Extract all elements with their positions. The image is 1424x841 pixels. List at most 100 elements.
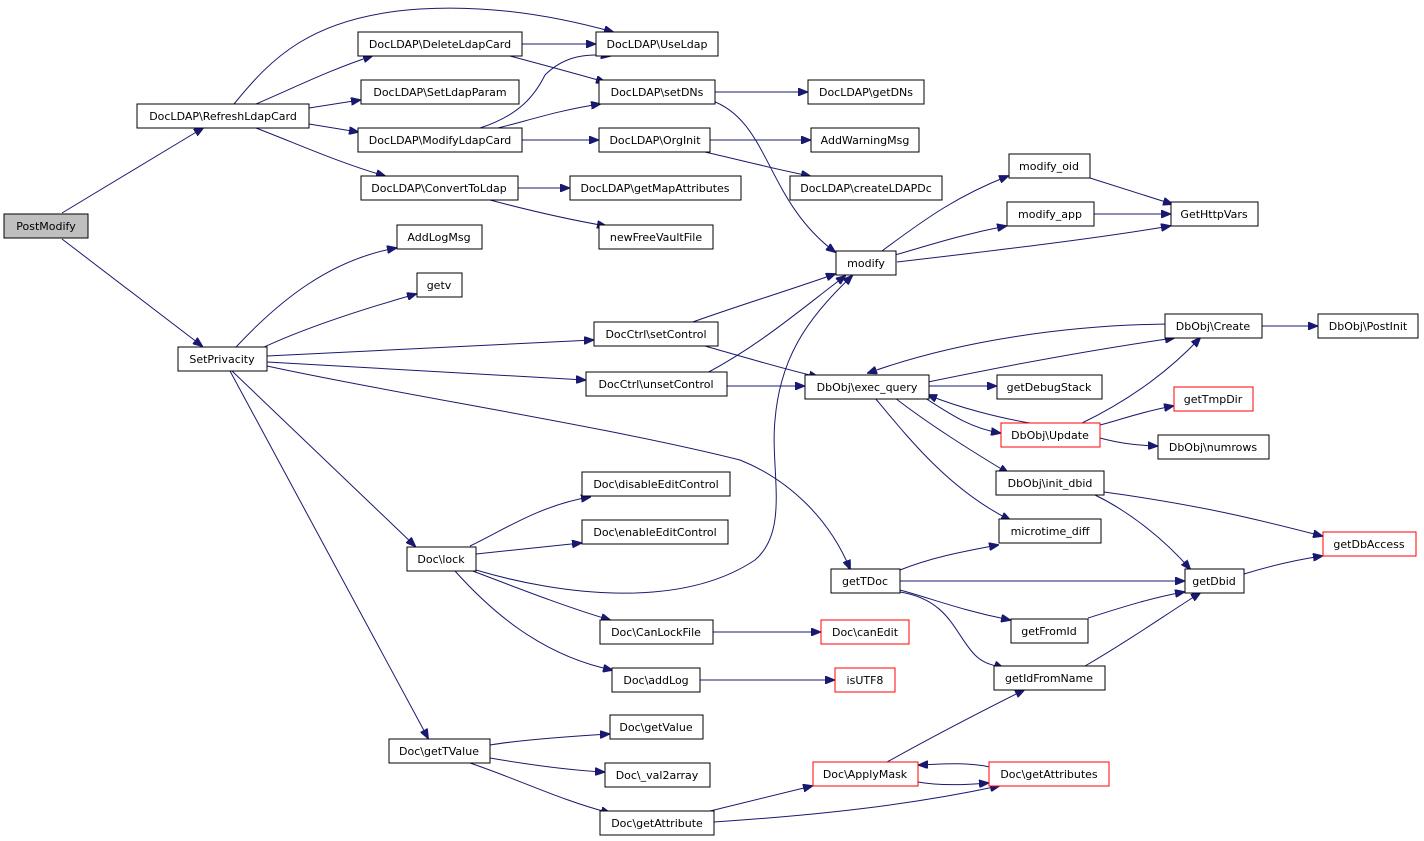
node-dbcreate[interactable]: DbObj\Create — [1164, 313, 1263, 339]
node-gettdoc[interactable]: getTDoc — [830, 568, 901, 594]
node-newfreevault[interactable]: newFreeVaultFile — [598, 224, 714, 250]
edge-initdbid-getdbaccess — [1103, 491, 1322, 536]
node-setcontrol[interactable]: DocCtrl\setControl — [593, 321, 719, 347]
node-applymask[interactable]: Doc\ApplyMask — [812, 761, 919, 787]
node-getdbaccess[interactable]: getDbAccess — [1322, 531, 1417, 557]
svg-text:isUTF8: isUTF8 — [847, 674, 884, 687]
svg-text:DocLDAP\createLDAPDc: DocLDAP\createLDAPDc — [800, 182, 932, 195]
edge-gettvalue-val2array — [489, 757, 604, 772]
svg-text:getDbAccess: getDbAccess — [1333, 538, 1404, 551]
node-postinit[interactable]: DbObj\PostInit — [1317, 313, 1419, 339]
node-addwarning[interactable]: AddWarningMsg — [810, 127, 920, 153]
node-modify-app[interactable]: modify_app — [1006, 201, 1095, 227]
node-addlogmsg[interactable]: AddLogMsg — [396, 224, 483, 250]
edge-doclock-canlockfile — [469, 569, 610, 620]
svg-text:DocLDAP\OrgInit: DocLDAP\OrgInit — [609, 134, 701, 147]
node-getdebugstack[interactable]: getDebugStack — [996, 374, 1103, 400]
edge-converttoldap-newfreevault — [489, 199, 606, 226]
node-numrows[interactable]: DbObj\numrows — [1157, 434, 1270, 460]
node-setprivacy[interactable]: SetPrivacity — [177, 346, 268, 372]
edge-setprivacy-doclock — [231, 370, 415, 546]
node-getv[interactable]: getv — [416, 272, 463, 298]
svg-text:microtime_diff: microtime_diff — [1011, 525, 1090, 538]
svg-text:getDebugStack: getDebugStack — [1007, 381, 1092, 394]
node-getmapattr[interactable]: DocLDAP\getMapAttributes — [569, 175, 742, 201]
node-modifyldap[interactable]: DocLDAP\ModifyLdapCard — [357, 127, 523, 153]
node-microtime[interactable]: microtime_diff — [998, 518, 1102, 544]
node-getdns[interactable]: DocLDAP\getDNs — [807, 79, 925, 105]
node-enableedit[interactable]: Doc\enableEditControl — [581, 519, 729, 545]
edge-execquery-dbcreate — [927, 338, 1174, 383]
edge-refresh-converttoldap — [255, 127, 385, 176]
svg-text:Doc\addLog: Doc\addLog — [623, 674, 688, 687]
edge-getfromid-getdbid — [1087, 592, 1184, 619]
node-converttoldap[interactable]: DocLDAP\ConvertToLdap — [360, 175, 519, 201]
node-initdbid[interactable]: DbObj\init_dbid — [995, 470, 1105, 496]
node-setldapparam[interactable]: DocLDAP\SetLdapParam — [360, 79, 520, 105]
edge-setcontrol-execquery — [704, 345, 818, 377]
svg-text:DocCtrl\unsetControl: DocCtrl\unsetControl — [598, 378, 713, 391]
edge-setprivacy-unsetcontrol — [266, 361, 585, 380]
node-setdns[interactable]: DocLDAP\setDNs — [598, 79, 716, 105]
svg-text:modify_oid: modify_oid — [1019, 160, 1079, 173]
node-getfromid[interactable]: getFromId — [1010, 618, 1089, 644]
node-useldap[interactable]: DocLDAP\UseLdap — [595, 31, 719, 57]
node-getattribute[interactable]: Doc\getAttribute — [599, 810, 715, 836]
svg-text:DocLDAP\UseLdap: DocLDAP\UseLdap — [607, 38, 708, 51]
svg-text:getv: getv — [427, 279, 452, 292]
node-getidfromname[interactable]: getIdFromName — [993, 665, 1106, 691]
svg-text:Doc\_val2array: Doc\_val2array — [616, 769, 699, 782]
node-gethttpvars[interactable]: GetHttpVars — [1170, 201, 1259, 227]
edge-doclock-addlog — [454, 570, 612, 670]
node-getattributes[interactable]: Doc\getAttributes — [988, 761, 1110, 787]
node-canedit[interactable]: Doc\canEdit — [820, 619, 910, 645]
edge-modifyldap-useldap — [479, 55, 610, 129]
node-deleteldap[interactable]: DocLDAP\DeleteLdapCard — [357, 31, 523, 57]
edge-execquery-microtime — [874, 397, 1010, 520]
nodes: PostModify DocLDAP\RefreshLdapCard SetPr… — [3, 31, 1419, 836]
node-unsetcontrol[interactable]: DocCtrl\unsetControl — [585, 371, 728, 397]
edge-setcontrol-modify — [689, 274, 835, 324]
svg-text:Doc\enableEditControl: Doc\enableEditControl — [593, 526, 716, 539]
node-doclock[interactable]: Doc\lock — [406, 546, 477, 572]
svg-text:modify: modify — [847, 257, 885, 270]
node-createldapdc[interactable]: DocLDAP\createLDAPDc — [789, 175, 943, 201]
node-orginit[interactable]: DocLDAP\OrgInit — [598, 127, 711, 153]
svg-text:Doc\getAttribute: Doc\getAttribute — [611, 817, 703, 830]
node-gettmpdir[interactable]: getTmpDir — [1173, 386, 1254, 412]
node-getdbid[interactable]: getDbid — [1184, 568, 1245, 594]
node-val2array[interactable]: Doc\_val2array — [604, 762, 711, 788]
svg-text:DbObj\PostInit: DbObj\PostInit — [1329, 320, 1408, 333]
svg-text:DocLDAP\getDNs: DocLDAP\getDNs — [819, 86, 913, 99]
svg-text:Doc\getTValue: Doc\getTValue — [399, 745, 479, 758]
edge-dbupdate-gettmpdir — [1099, 406, 1173, 426]
edge-getattributes-applymask — [919, 764, 991, 767]
edge-unsetcontrol-modify — [704, 276, 845, 375]
svg-text:newFreeVaultFile: newFreeVaultFile — [610, 231, 702, 244]
node-disableedit[interactable]: Doc\disableEditControl — [581, 471, 731, 497]
edge-deleteldap-setdns — [509, 55, 605, 82]
node-isutf8[interactable]: isUTF8 — [834, 667, 896, 693]
edge-setprivacy-gettdoc — [266, 365, 850, 569]
node-refresh[interactable]: DocLDAP\RefreshLdapCard — [136, 103, 310, 129]
node-gettvalue[interactable]: Doc\getTValue — [388, 738, 491, 764]
edge-gettvalue-getattribute — [469, 762, 610, 813]
node-addlog[interactable]: Doc\addLog — [611, 667, 701, 693]
edge-modifyldap-setdns — [497, 104, 600, 129]
node-modify[interactable]: modify — [835, 250, 897, 276]
edge-postmodify-refresh — [61, 128, 203, 214]
svg-text:DocLDAP\ConvertToLdap: DocLDAP\ConvertToLdap — [371, 182, 506, 195]
svg-text:DbObj\Update: DbObj\Update — [1011, 429, 1089, 442]
edge-modify-modifyapp — [894, 226, 1006, 256]
svg-text:getTmpDir: getTmpDir — [1184, 393, 1243, 406]
node-dbupdate[interactable]: DbObj\Update — [1000, 422, 1101, 448]
node-postmodify[interactable]: PostModify — [3, 213, 89, 239]
svg-text:DocLDAP\ModifyLdapCard: DocLDAP\ModifyLdapCard — [369, 134, 512, 147]
edges — [61, 7, 1322, 823]
node-canlockfile[interactable]: Doc\CanLockFile — [599, 619, 714, 645]
svg-text:Doc\getAttributes: Doc\getAttributes — [1000, 768, 1098, 781]
node-getvalue[interactable]: Doc\getValue — [609, 714, 704, 740]
node-execquery[interactable]: DbObj\exec_query — [804, 374, 930, 400]
node-modify-oid[interactable]: modify_oid — [1008, 153, 1091, 179]
svg-text:modify_app: modify_app — [1018, 208, 1082, 221]
